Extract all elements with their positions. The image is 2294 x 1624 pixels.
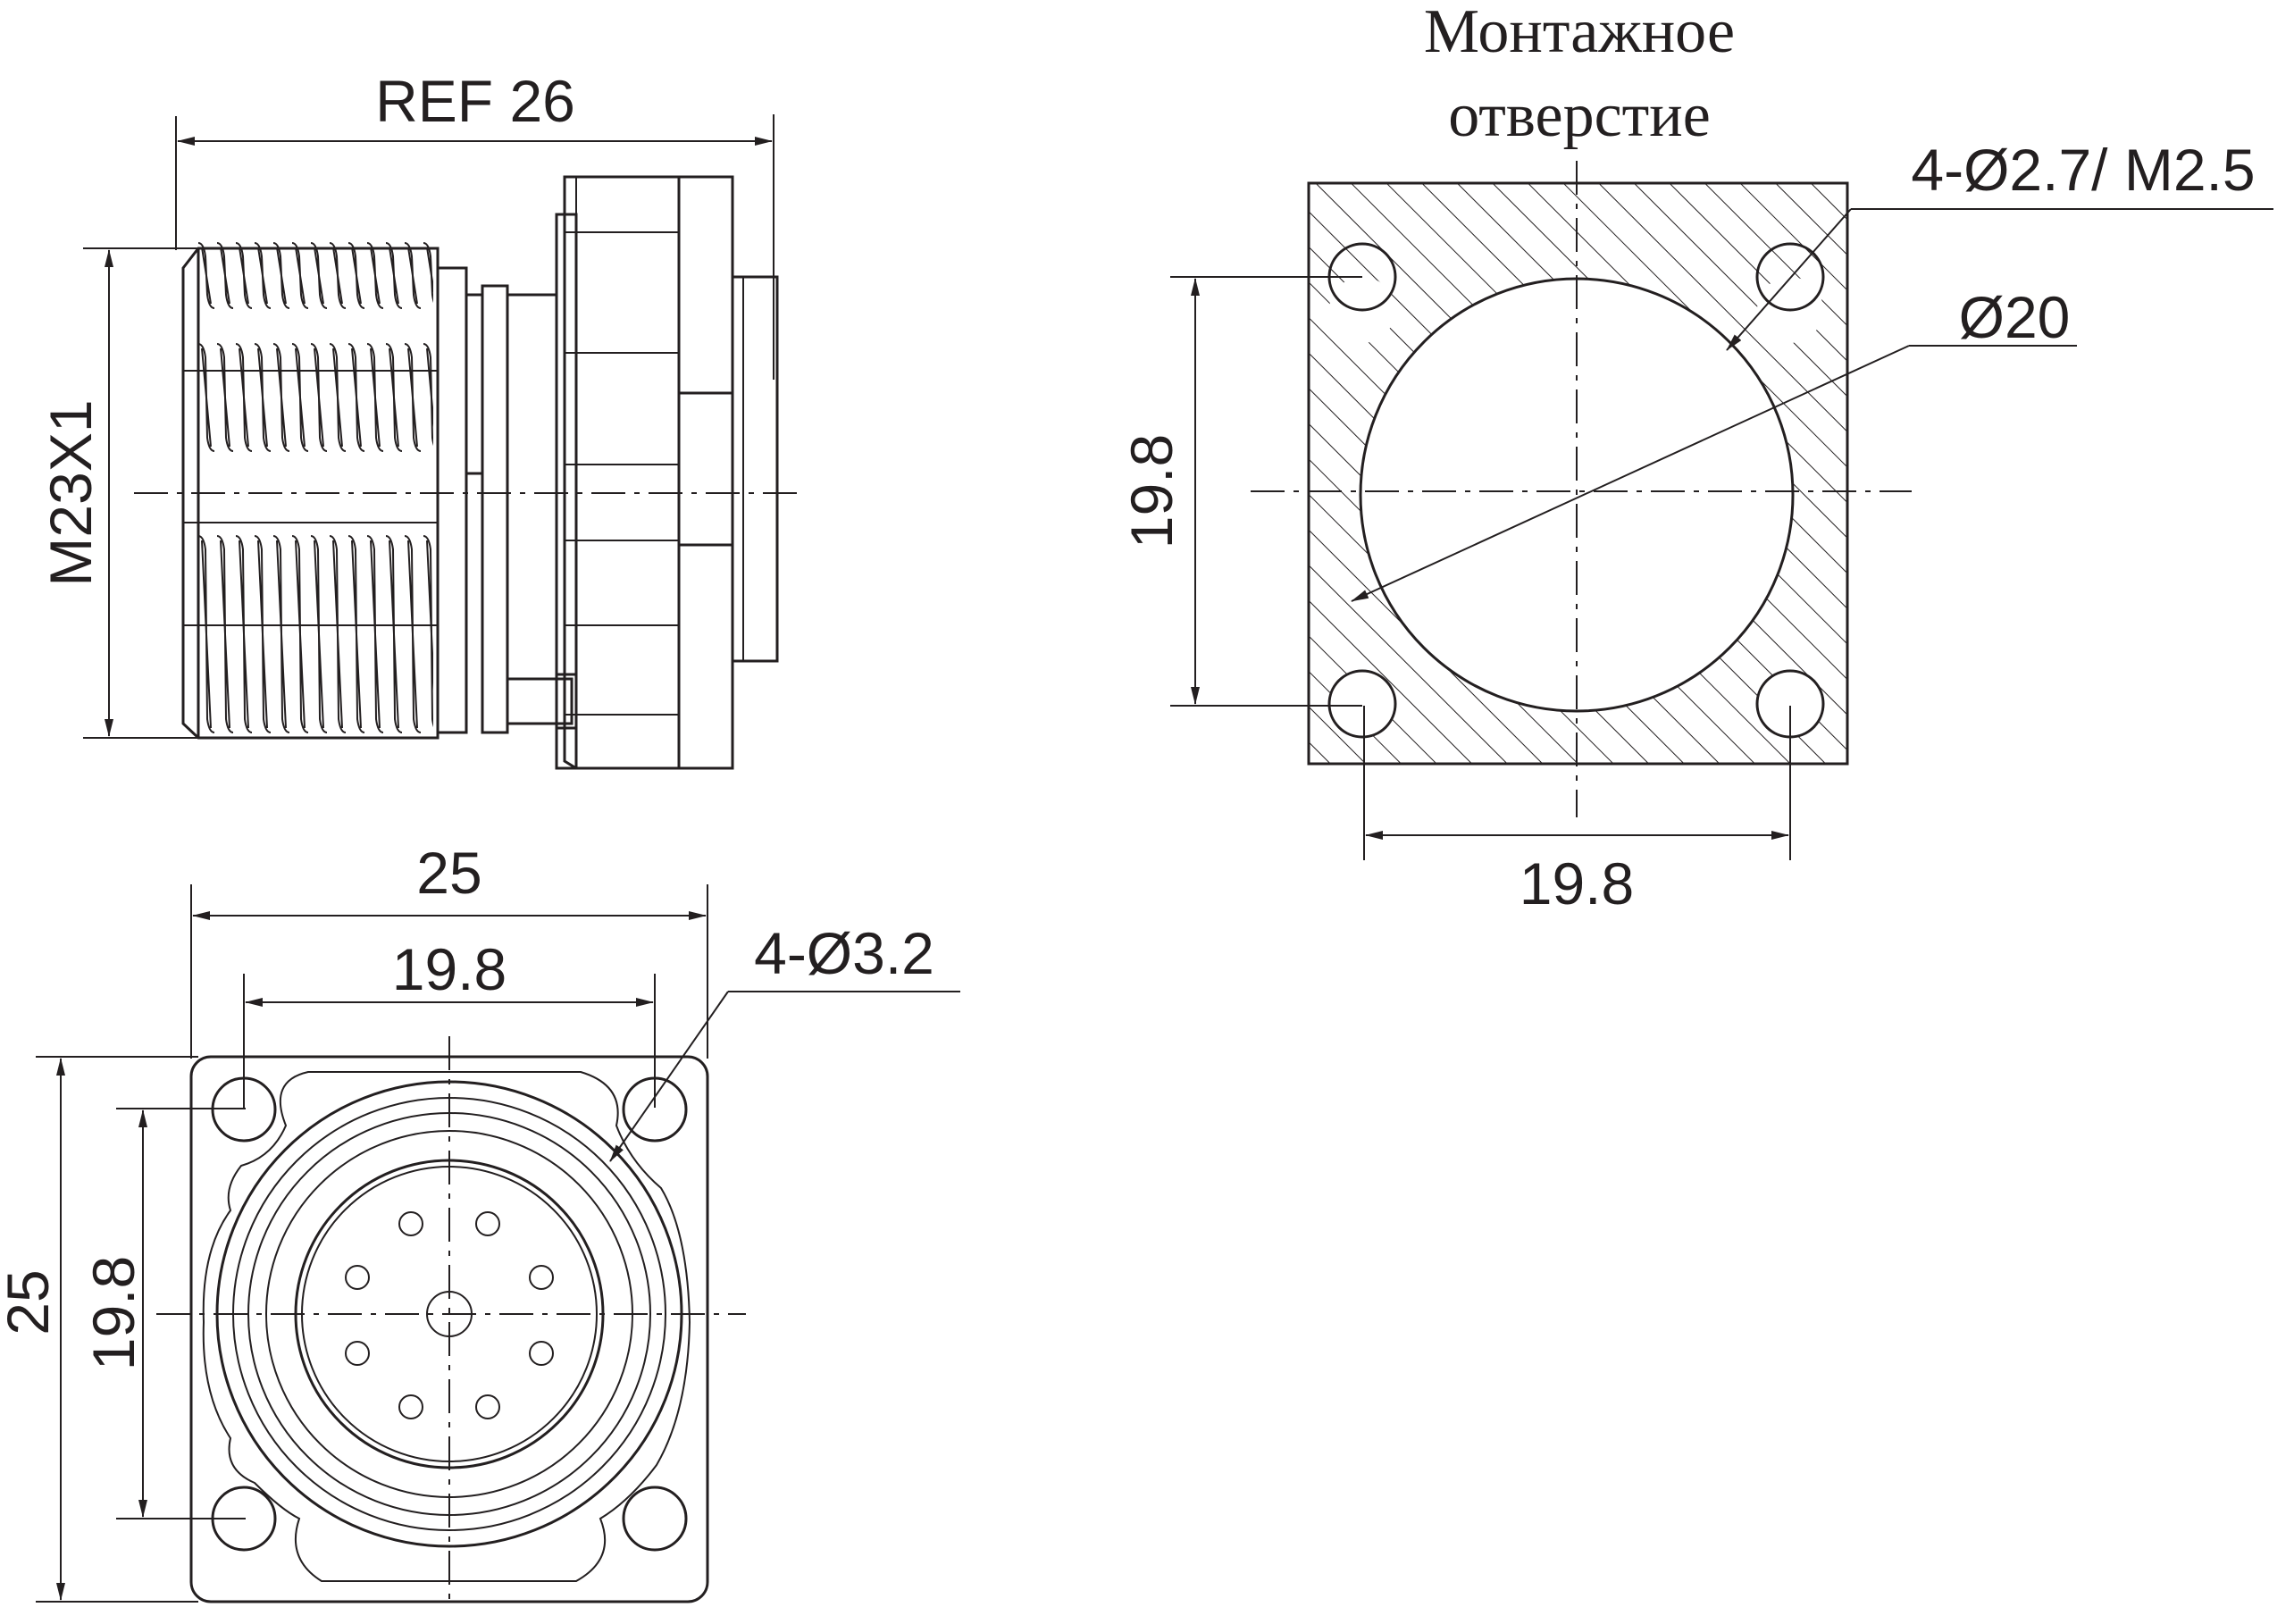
thread-teeth: [197, 242, 433, 733]
flange-hole-callout-label: 4-Ø3.2: [754, 920, 934, 986]
contact-pin: [398, 1394, 423, 1419]
mount-hole-bottom-left: [1327, 669, 1397, 739]
flange-height-dimension: 25: [0, 1056, 198, 1603]
hole-spacing-label: 19.8: [392, 936, 507, 1002]
flange-height-label: 25: [0, 1269, 61, 1335]
cutout-hole-callout-label: 4-Ø2.7/ M2.5: [1911, 137, 2255, 203]
cutout-horizontal-spacing-label: 19.8: [1520, 850, 1634, 917]
front-flange-inner-contour: [202, 1071, 691, 1582]
front-flange: [563, 175, 779, 770]
front-view: 25 19.8 25 19.8: [0, 840, 960, 1608]
contact-pin: [345, 1265, 370, 1290]
contact-pin: [529, 1265, 554, 1290]
threaded-body: [181, 242, 440, 740]
cutout-vertical-dimension: 19.8: [1118, 276, 1362, 707]
hole-spacing-dimension: 19.8: [243, 936, 656, 1108]
contact-pin: [398, 1211, 423, 1236]
contact-pin: [475, 1394, 500, 1419]
hole-spacing-vertical-label: 19.8: [80, 1256, 147, 1370]
center-hole-callout: Ø20: [1351, 284, 2077, 602]
cutout-title-line2: отверстие: [1448, 81, 1711, 150]
flange-width-dimension: 25: [190, 840, 708, 1059]
contact-pin: [529, 1341, 554, 1366]
contact-pin: [475, 1211, 500, 1236]
panel-outline: [1307, 181, 1849, 766]
cutout-hole-callout: 4-Ø2.7/ M2.5: [1726, 137, 2273, 351]
thread-dimension: M23X1: [38, 247, 214, 739]
thread-tooth-row: [197, 242, 433, 309]
hatched-panel: [1309, 183, 1847, 764]
flange-hole-bottom-left: [211, 1486, 277, 1552]
thread-label: M23X1: [38, 399, 104, 586]
ref-length-dimension: REF 26: [175, 68, 774, 380]
thread-tooth-row: [197, 343, 433, 452]
center-hole-label: Ø20: [1959, 284, 2071, 350]
flange-hole-top-right: [622, 1076, 688, 1143]
thread-tooth-row: [197, 535, 433, 733]
hole-spacing-vertical-dimension: 19.8: [80, 1108, 246, 1519]
flange-hole-callout: 4-Ø3.2: [609, 920, 960, 1162]
mounting-cutout-view: Монтажное отверстие 19.8 19.8: [1118, 0, 2273, 917]
mount-hole-top-right: [1755, 242, 1825, 312]
flange-hole-bottom-right: [622, 1486, 688, 1552]
coupling-nut: [436, 213, 578, 770]
cutout-title-line1: Монтажное: [1424, 0, 1735, 66]
cutout-horizontal-dimension: 19.8: [1363, 706, 1791, 917]
side-view: REF 26 M23X1: [38, 68, 800, 770]
contact-pin: [345, 1341, 370, 1366]
ref-length-label: REF 26: [375, 68, 575, 134]
cutout-vertical-spacing-label: 19.8: [1118, 434, 1185, 548]
flange-width-label: 25: [416, 840, 481, 906]
flange-hole-top-left: [211, 1076, 277, 1143]
